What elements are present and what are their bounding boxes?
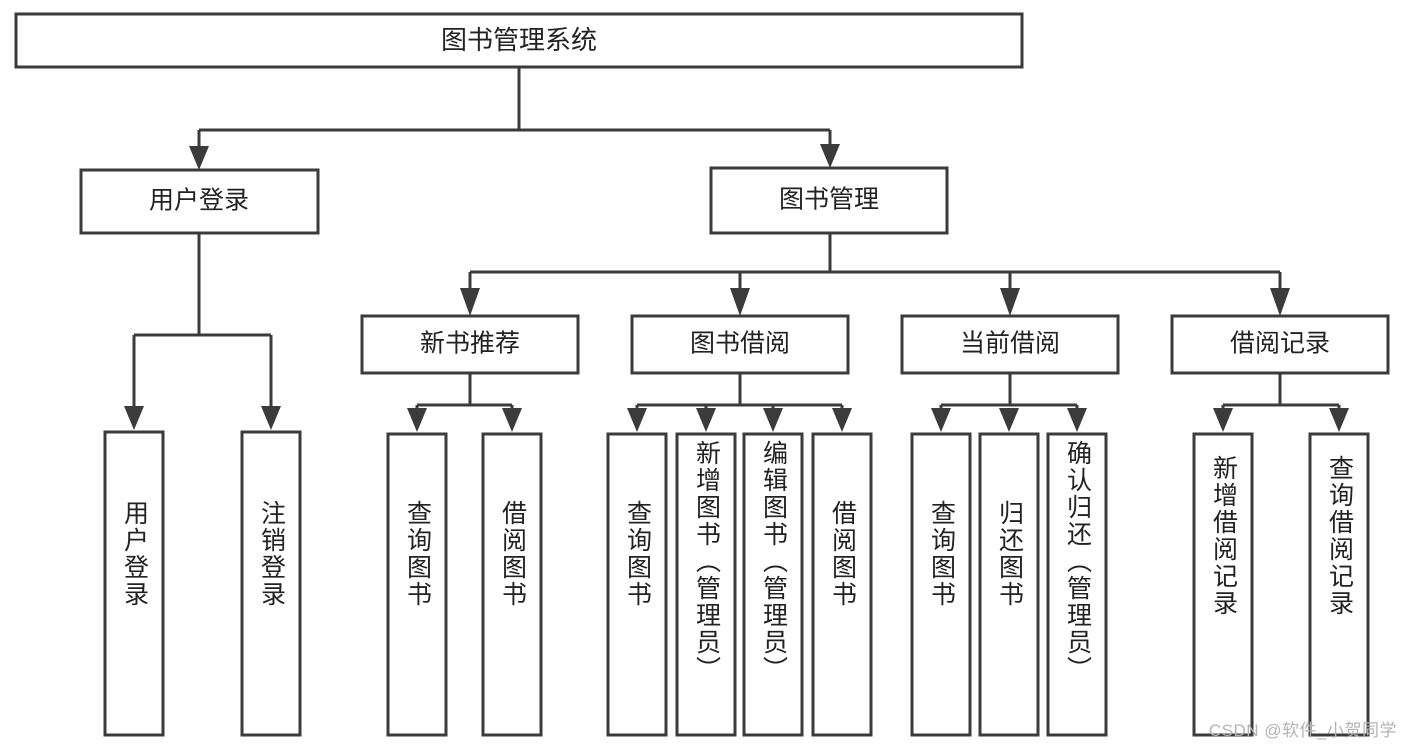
- leaf-boxes-current-borrow: [910, 432, 1108, 737]
- node-root-system-label: 图书管理系统: [441, 25, 597, 55]
- arrow-head-leaf-user-login-0: [124, 406, 144, 430]
- leaf-box-book-borrow-1[interactable]: [675, 432, 737, 737]
- leaf-box-new-book-recommend-0[interactable]: [386, 432, 448, 737]
- arrow-head-user-login: [189, 146, 209, 170]
- arrow-head-leaf-new-book-1: [502, 408, 522, 432]
- node-current-borrow[interactable]: 当前借阅: [900, 314, 1120, 375]
- node-book-borrow-box[interactable]: [630, 314, 850, 375]
- connector-group-current-borrow: [931, 373, 1087, 432]
- leaf-boxes-book-borrow: [606, 432, 873, 737]
- connector-group-user-login: [124, 233, 281, 430]
- connector-group-book-manage: [460, 233, 1290, 316]
- arrow-head-leaf-book-borrow-1: [696, 408, 716, 432]
- node-borrow-record[interactable]: 借阅记录: [1170, 314, 1390, 375]
- node-new-book-recommend-label: 新书推荐: [420, 330, 520, 358]
- arrow-head-leaf-current-borrow-2: [1067, 408, 1087, 432]
- csdn-watermark: CSDN @软件_小贺同学: [1208, 721, 1397, 740]
- leaf-boxes-borrow-record: [1192, 432, 1370, 737]
- node-user-login-box[interactable]: [79, 168, 320, 235]
- node-root-system[interactable]: 图书管理系统: [14, 12, 1024, 69]
- arrow-head-book-borrow: [730, 288, 750, 316]
- node-user-login[interactable]: 用户登录: [79, 168, 320, 235]
- leaf-box-book-borrow-0[interactable]: [606, 432, 668, 737]
- arrow-head-leaf-book-borrow-3: [832, 408, 852, 432]
- node-borrow-record-label: 借阅记录: [1230, 330, 1330, 358]
- arrow-head-current-borrow: [1000, 288, 1020, 316]
- connector-group-root: [189, 67, 840, 170]
- arrow-head-leaf-borrow-record-1: [1329, 408, 1349, 432]
- arrow-head-leaf-book-borrow-2: [763, 408, 783, 432]
- connector-group-book-borrow: [627, 373, 852, 432]
- node-book-manage[interactable]: 图书管理: [709, 166, 949, 235]
- node-borrow-record-box[interactable]: [1170, 314, 1390, 375]
- arrow-head-leaf-user-login-1: [261, 406, 281, 430]
- leaf-box-book-borrow-3[interactable]: [811, 432, 873, 737]
- leaf-box-borrow-record-1[interactable]: [1308, 432, 1370, 737]
- node-new-book-recommend[interactable]: 新书推荐: [360, 314, 580, 375]
- node-book-manage-box[interactable]: [709, 166, 949, 235]
- arrow-head-borrow-record: [1270, 288, 1290, 316]
- leaf-boxes-user-login: [103, 430, 302, 737]
- node-book-borrow-label: 图书借阅: [690, 330, 790, 358]
- arrow-head-leaf-current-borrow-1: [999, 408, 1019, 432]
- connector-group-borrow-record: [1213, 373, 1349, 432]
- leaf-box-user-login-1[interactable]: [240, 430, 302, 737]
- leaf-box-borrow-record-0[interactable]: [1192, 432, 1254, 737]
- arrow-head-new-book-recommend: [460, 288, 480, 316]
- leaf-box-new-book-recommend-1[interactable]: [481, 432, 543, 737]
- node-current-borrow-box[interactable]: [900, 314, 1120, 375]
- leaf-box-current-borrow-1[interactable]: [978, 432, 1040, 737]
- arrow-head-leaf-book-borrow-0: [627, 408, 647, 432]
- arrow-head-leaf-new-book-0: [407, 408, 427, 432]
- node-current-borrow-label: 当前借阅: [960, 330, 1060, 358]
- node-root-system-box[interactable]: [14, 12, 1024, 69]
- arrow-head-leaf-borrow-record-0: [1213, 408, 1233, 432]
- node-book-borrow[interactable]: 图书借阅: [630, 314, 850, 375]
- leaf-boxes-new-book-recommend: [386, 432, 543, 737]
- leaf-box-book-borrow-2[interactable]: [742, 432, 804, 737]
- node-user-login-label: 用户登录: [149, 187, 249, 215]
- leaf-box-current-borrow-2[interactable]: [1046, 432, 1108, 737]
- node-new-book-recommend-box[interactable]: [360, 314, 580, 375]
- node-book-manage-label: 图书管理: [779, 186, 879, 214]
- arrow-head-leaf-current-borrow-0: [931, 408, 951, 432]
- leaf-box-current-borrow-0[interactable]: [910, 432, 972, 737]
- leaf-box-user-login-0[interactable]: [103, 430, 165, 737]
- arrow-head-book-manage: [820, 144, 840, 168]
- connector-group-new-book-recommend: [407, 373, 522, 432]
